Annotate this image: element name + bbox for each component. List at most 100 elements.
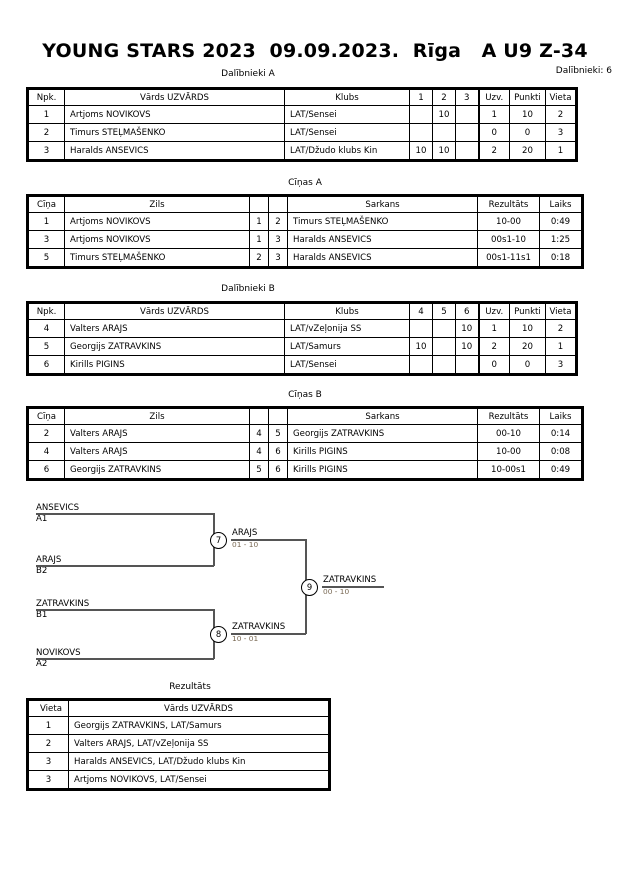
col-blue-no (249, 196, 269, 213)
bracket-connector (36, 513, 214, 515)
page-title: YOUNG STARS 2023 09.09.2023. Rīga A U9 Z… (42, 40, 588, 62)
col-points: Punkti (509, 89, 546, 106)
cell-match-6 (455, 355, 479, 374)
bracket-match-score: 01 - 10 (232, 540, 259, 549)
cell-match-5 (432, 319, 456, 338)
cell-blue-no: 5 (249, 460, 269, 479)
col-blue: Zils (64, 408, 250, 425)
bracket-entry-name: ARAJS (36, 555, 62, 565)
table-row: 6 Kirills PIGINS LAT/Sensei 0 0 3 (28, 355, 576, 374)
cell-time: 0:49 (539, 212, 582, 231)
cell-npk: 5 (28, 337, 65, 356)
cell-match-3 (455, 141, 479, 160)
cell-club: LAT/Sensei (284, 355, 410, 374)
cell-points: 0 (509, 355, 546, 374)
matches-a-caption: Cīņas A (288, 178, 322, 188)
cell-club: LAT/vZeļonija SS (284, 319, 410, 338)
table-header-row: Npk. Vārds UZVĀRDS Klubs 4 5 6 Uzv. Punk… (28, 303, 576, 320)
col-result: Rezultāts (477, 408, 540, 425)
bracket-final-score: 00 - 10 (323, 587, 350, 596)
cell-red: Haralds ANSEVICS (287, 248, 478, 267)
table-row: 4 Valters ARAJS LAT/vZeļonija SS 10 1 10… (28, 319, 576, 338)
cell-match-1 (409, 123, 433, 142)
cell-match-1 (409, 105, 433, 124)
table-header-row: Cīņa Zils Sarkans Rezultāts Laiks (28, 196, 582, 213)
col-npk: Npk. (28, 303, 65, 320)
cell-place: 1 (28, 716, 69, 735)
table-row: 3 Artjoms NOVIKOVS, LAT/Sensei (28, 770, 329, 789)
col-red: Sarkans (287, 196, 478, 213)
group-a-table: Npk. Vārds UZVĀRDS Klubs 1 2 3 Uzv. Punk… (26, 87, 578, 162)
cell-name: Timurs STEĻMAŠENKO (64, 123, 285, 142)
cell-result: 10-00 (477, 212, 540, 231)
table-row: 5 Timurs STEĻMAŠENKO 2 3 Haralds ANSEVIC… (28, 248, 582, 267)
col-name: Vārds UZVĀRDS (64, 303, 285, 320)
col-npk: Npk. (28, 89, 65, 106)
cell-place: 2 (545, 319, 576, 338)
cell-name: Haralds ANSEVICS (64, 141, 285, 160)
table-row: 2 Timurs STEĻMAŠENKO LAT/Sensei 0 0 3 (28, 123, 576, 142)
cell-npk: 1 (28, 105, 65, 124)
cell-blue-no: 4 (249, 442, 269, 461)
col-red-no (268, 408, 288, 425)
cell-place: 3 (28, 752, 69, 771)
bracket-entry-name: ANSEVICS (36, 503, 80, 513)
bracket-connector (36, 658, 214, 660)
cell-match-no: 1 (28, 212, 65, 231)
cell-place: 2 (545, 105, 576, 124)
participants-count: Dalībnieki: 6 (555, 66, 612, 76)
cell-match-no: 6 (28, 460, 65, 479)
matches-b-caption: Cīņas B (288, 390, 322, 400)
cell-place: 1 (545, 337, 576, 356)
cell-red: Timurs STEĻMAŠENKO (287, 212, 478, 231)
cell-blue: Timurs STEĻMAŠENKO (64, 248, 250, 267)
cell-club: LAT/Sensei (284, 105, 410, 124)
table-row: 4 Valters ARAJS 4 6 Kirills PIGINS 10-00… (28, 442, 582, 461)
cell-red-no: 3 (268, 230, 288, 249)
cell-name: Haralds ANSEVICS, LAT/Džudo klubs Kin (68, 752, 329, 771)
cell-points: 20 (509, 337, 546, 356)
cell-club: LAT/Sensei (284, 123, 410, 142)
cell-name: Valters ARAJS, LAT/vZeļonija SS (68, 734, 329, 753)
cell-match-4: 10 (409, 337, 433, 356)
bracket-match-score: 10 - 01 (232, 634, 259, 643)
col-result: Rezultāts (477, 196, 540, 213)
bracket-connector (322, 586, 384, 588)
cell-match-4 (409, 319, 433, 338)
cell-match-5 (432, 355, 456, 374)
col-club: Klubs (284, 89, 410, 106)
cell-wins: 0 (477, 355, 510, 374)
cell-wins: 2 (477, 337, 510, 356)
col-points: Punkti (509, 303, 546, 320)
cell-points: 10 (509, 319, 546, 338)
cell-club: LAT/Džudo klubs Kin (284, 141, 410, 160)
cell-match-4 (409, 355, 433, 374)
col-match-2: 2 (432, 89, 456, 106)
cell-match-no: 2 (28, 424, 65, 443)
col-wins: Uzv. (477, 303, 510, 320)
cell-points: 20 (509, 141, 546, 160)
cell-blue: Artjoms NOVIKOVS (64, 230, 250, 249)
col-match-4: 4 (409, 303, 433, 320)
bracket-winner-name: ARAJS (232, 528, 258, 538)
cell-blue: Valters ARAJS (64, 424, 250, 443)
col-name: Vārds UZVĀRDS (68, 700, 329, 717)
bracket-connector (231, 539, 306, 541)
cell-red: Kirills PIGINS (287, 442, 478, 461)
cell-npk: 4 (28, 319, 65, 338)
results-caption: Rezultāts (169, 682, 211, 692)
group-a-caption: Dalībnieki A (221, 69, 275, 79)
cell-wins: 0 (477, 123, 510, 142)
cell-blue: Georgijs ZATRAVKINS (64, 460, 250, 479)
col-place: Vieta (545, 89, 576, 106)
cell-place: 3 (28, 770, 69, 789)
col-match-6: 6 (455, 303, 479, 320)
elimination-bracket: ANSEVICS A1 ARAJS B2 7 ARAJS 01 - 10 ZAT… (0, 498, 630, 673)
table-row: 3 Haralds ANSEVICS LAT/Džudo klubs Kin 1… (28, 141, 576, 160)
cell-match-2: 10 (432, 105, 456, 124)
group-b-caption: Dalībnieki B (221, 284, 275, 294)
cell-match-6: 10 (455, 319, 479, 338)
cell-result: 10-00s1 (477, 460, 540, 479)
col-place: Vieta (545, 303, 576, 320)
